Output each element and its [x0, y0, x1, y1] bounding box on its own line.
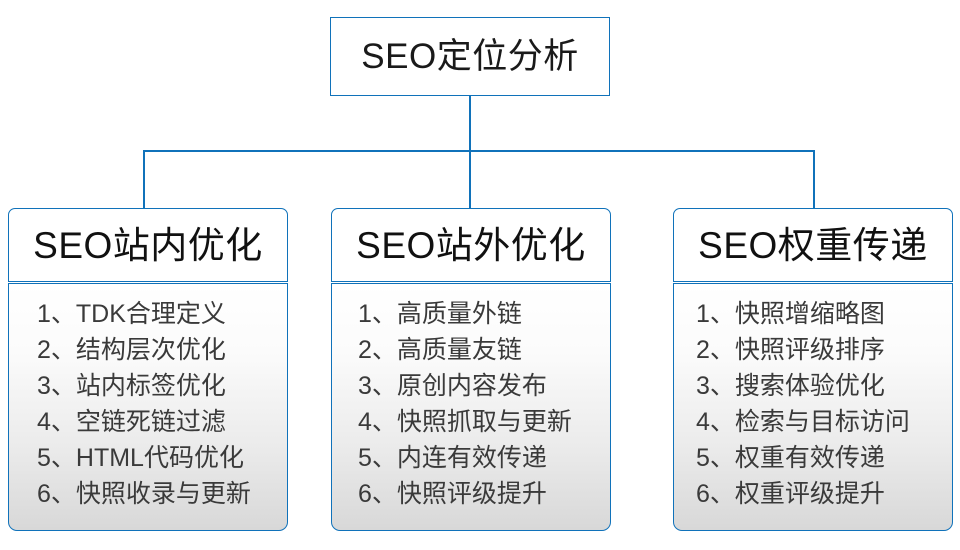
- list-item: 2、高质量友链: [358, 336, 522, 364]
- branch-1-list: 1、TDK合理定义 2、结构层次优化 3、站内标签优化 4、空链死链过滤 5、H…: [9, 296, 251, 512]
- branch-3-title: SEO权重传递: [698, 224, 928, 266]
- branch-3-header: SEO权重传递: [673, 208, 953, 282]
- branch-2-title: SEO站外优化: [356, 224, 586, 266]
- list-item: 5、HTML代码优化: [37, 444, 244, 472]
- list-item: 1、高质量外链: [358, 300, 522, 328]
- connector-branch-3-stem: [813, 150, 815, 209]
- list-item: 4、空链死链过滤: [37, 408, 226, 436]
- branch-3-body: 1、快照增缩略图 2、快照评级排序 3、搜索体验优化 4、检索与目标访问 5、权…: [673, 283, 953, 531]
- list-item: 6、权重评级提升: [696, 480, 885, 508]
- branch-column-3: SEO权重传递 1、快照增缩略图 2、快照评级排序 3、搜索体验优化 4、检索与…: [673, 208, 953, 531]
- connector-root-stem: [469, 96, 471, 152]
- branch-2-list: 1、高质量外链 2、高质量友链 3、原创内容发布 4、快照抓取与更新 5、内连有…: [332, 296, 572, 512]
- branch-column-2: SEO站外优化 1、高质量外链 2、高质量友链 3、原创内容发布 4、快照抓取与…: [331, 208, 611, 531]
- branch-2-body: 1、高质量外链 2、高质量友链 3、原创内容发布 4、快照抓取与更新 5、内连有…: [331, 283, 611, 531]
- root-node-label: SEO定位分析: [361, 37, 579, 76]
- connector-branch-1-stem: [143, 150, 145, 209]
- branch-3-list: 1、快照增缩略图 2、快照评级排序 3、搜索体验优化 4、检索与目标访问 5、权…: [674, 296, 910, 512]
- list-item: 3、原创内容发布: [358, 372, 547, 400]
- list-item: 3、搜索体验优化: [696, 372, 885, 400]
- branch-1-header: SEO站内优化: [8, 208, 288, 282]
- list-item: 2、结构层次优化: [37, 336, 226, 364]
- connector-horizontal-bus: [143, 150, 815, 152]
- branch-1-title: SEO站内优化: [33, 224, 263, 266]
- list-item: 4、检索与目标访问: [696, 408, 910, 436]
- list-item: 3、站内标签优化: [37, 372, 226, 400]
- list-item: 1、TDK合理定义: [37, 300, 226, 328]
- list-item: 1、快照增缩略图: [696, 300, 885, 328]
- list-item: 4、快照抓取与更新: [358, 408, 572, 436]
- branch-2-header: SEO站外优化: [331, 208, 611, 282]
- list-item: 2、快照评级排序: [696, 336, 885, 364]
- list-item: 5、内连有效传递: [358, 444, 547, 472]
- root-node: SEO定位分析: [330, 17, 610, 96]
- list-item: 6、快照收录与更新: [37, 480, 251, 508]
- branch-1-body: 1、TDK合理定义 2、结构层次优化 3、站内标签优化 4、空链死链过滤 5、H…: [8, 283, 288, 531]
- branch-column-1: SEO站内优化 1、TDK合理定义 2、结构层次优化 3、站内标签优化 4、空链…: [8, 208, 288, 531]
- connector-branch-2-stem: [469, 150, 471, 209]
- list-item: 5、权重有效传递: [696, 444, 885, 472]
- list-item: 6、快照评级提升: [358, 480, 547, 508]
